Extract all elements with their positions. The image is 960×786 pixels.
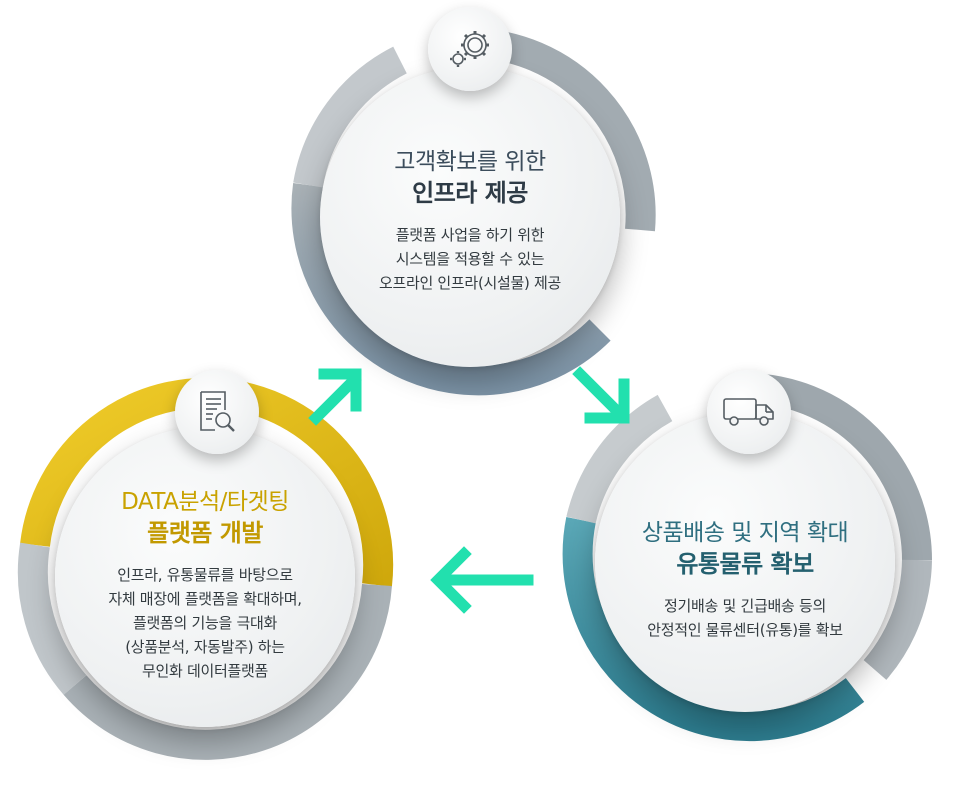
desc-line: 안정적인 물류센터(유통)를 확보 xyxy=(647,621,843,639)
title-line1: DATA분석/타겟팅 xyxy=(121,489,289,515)
title-line2: 플랫폼 개발 xyxy=(147,519,263,547)
icon-badge-infrastructure xyxy=(428,7,512,91)
arrow-left-to-top xyxy=(308,368,362,426)
desc-line: (상품분석, 자동발주) 하는 xyxy=(125,638,285,656)
document-search-icon xyxy=(200,391,235,432)
title-line1: 고객확보를 위한 xyxy=(394,149,546,175)
arrow-top-to-right xyxy=(572,366,630,424)
desc-line: 정기배송 및 긴급배송 등의 xyxy=(664,597,826,615)
icon-badge-data-platform xyxy=(175,370,259,454)
gears-icon xyxy=(450,31,489,67)
disc-infrastructure xyxy=(320,67,620,367)
desc-line: 오프라인 인프라(시설물) 제공 xyxy=(378,274,562,292)
text-logistics: 상품배송 및 지역 확대 유통물류 확보 정기배송 및 긴급배송 등의 안정적인… xyxy=(585,518,905,642)
desc-line: 인프라, 유통물류를 바탕으로 xyxy=(117,566,293,584)
title-line1: 상품배송 및 지역 확대 xyxy=(641,520,849,546)
node-infrastructure: 고객확보를 위한 인프라 제공 플랫폼 사업을 하기 위한 시스템을 적용할 수… xyxy=(280,7,660,405)
title-line2: 유통물류 확보 xyxy=(676,550,814,578)
desc-line: 자체 매장에 플랫폼을 확대하며, xyxy=(108,590,302,608)
desc-line: 무인화 데이터플랫폼 xyxy=(142,662,268,680)
text-infrastructure: 고객확보를 위한 인프라 제공 플랫폼 사업을 하기 위한 시스템을 적용할 수… xyxy=(320,147,620,295)
truck-icon xyxy=(723,398,774,426)
disc-data-platform xyxy=(55,427,355,727)
desc-line: 시스템을 적용할 수 있는 xyxy=(395,250,545,268)
node-logistics: 상품배송 및 지역 확대 유통물류 확보 정기배송 및 긴급배송 등의 안정적인… xyxy=(555,370,935,750)
node-data-platform: DATA분석/타겟팅 플랫폼 개발 인프라, 유통물류를 바탕으로 자체 매장에… xyxy=(15,370,395,765)
text-data-platform: DATA분석/타겟팅 플랫폼 개발 인프라, 유통물류를 바탕으로 자체 매장에… xyxy=(45,487,365,683)
arrow-right-to-left xyxy=(430,546,534,614)
description: 인프라, 유통물류를 바탕으로 자체 매장에 플랫폼을 확대하며, 플랫폼의 기… xyxy=(45,563,365,683)
description: 정기배송 및 긴급배송 등의 안정적인 물류센터(유통)를 확보 xyxy=(585,594,905,642)
icon-badge-logistics xyxy=(707,370,791,454)
title-line2: 인프라 제공 xyxy=(412,179,528,207)
description: 플랫폼 사업을 하기 위한 시스템을 적용할 수 있는 오프라인 인프라(시설물… xyxy=(320,223,620,295)
disc-logistics xyxy=(595,412,895,712)
desc-line: 플랫폼의 기능을 극대화 xyxy=(133,614,277,632)
desc-line: 플랫폼 사업을 하기 위한 xyxy=(395,226,545,244)
